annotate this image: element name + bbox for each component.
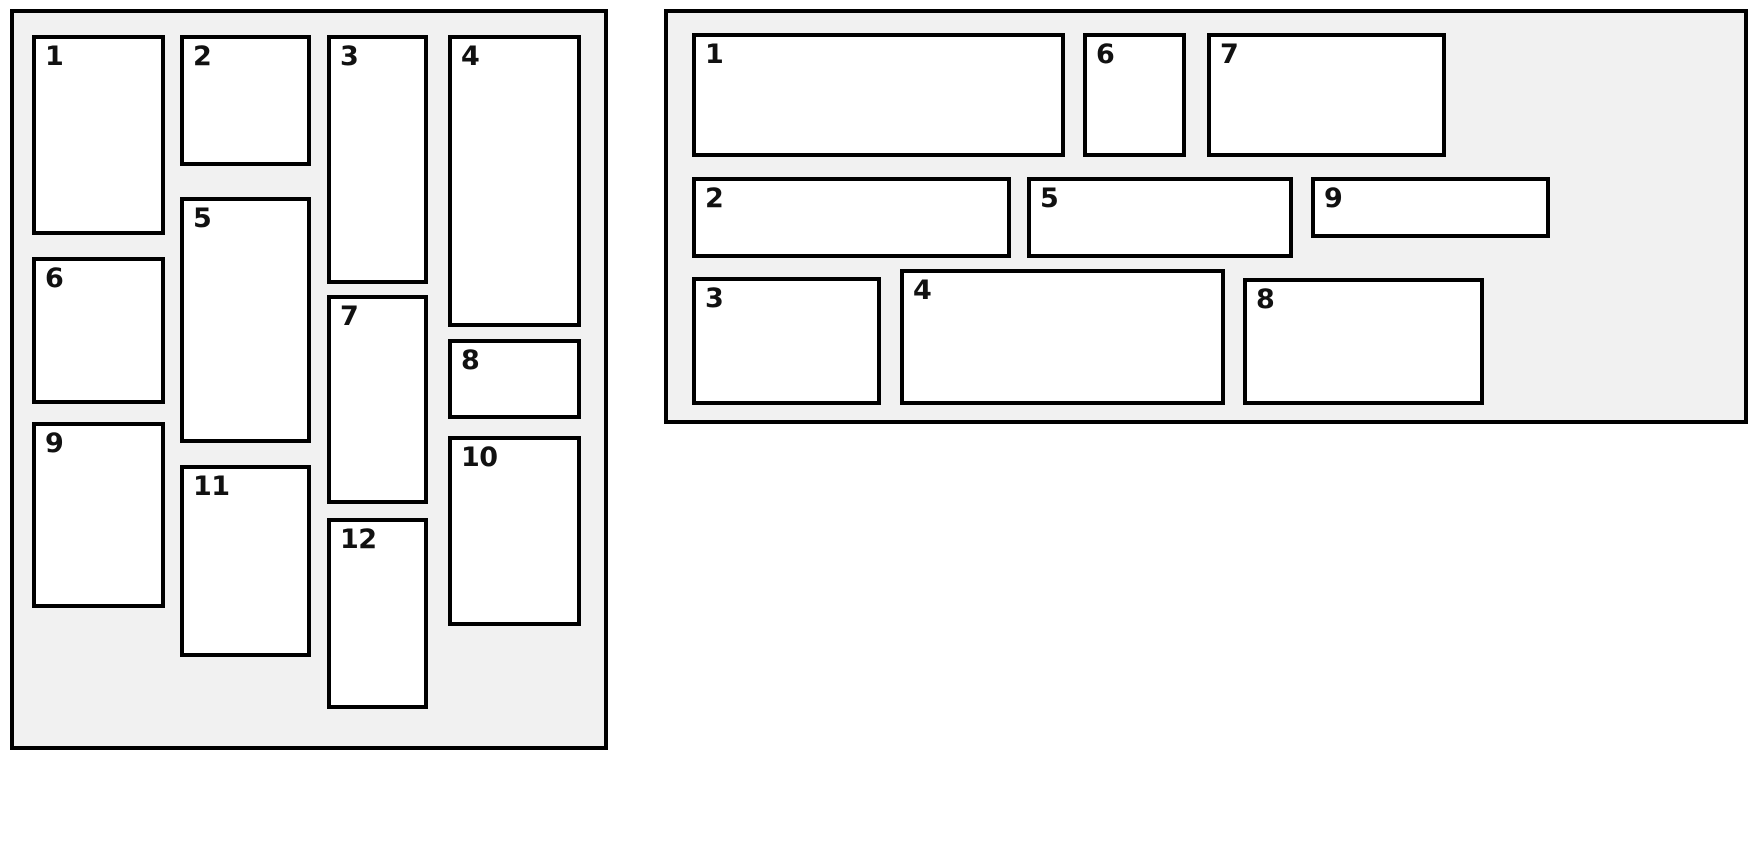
layout-box[interactable]: 8	[448, 339, 581, 419]
box-number-label: 2	[705, 183, 724, 214]
layout-box[interactable]: 6	[1083, 33, 1186, 157]
layout-box[interactable]: 7	[327, 295, 428, 504]
layout-box[interactable]: 7	[1207, 33, 1446, 157]
box-number-label: 5	[193, 203, 212, 234]
box-number-label: 8	[1256, 284, 1275, 315]
box-number-label: 3	[340, 41, 359, 72]
box-number-label: 6	[1096, 39, 1115, 70]
layout-box[interactable]: 2	[180, 35, 311, 166]
layout-box[interactable]: 1	[32, 35, 165, 235]
layout-box[interactable]: 10	[448, 436, 581, 626]
layout-box[interactable]: 5	[180, 197, 311, 443]
box-number-label: 6	[45, 263, 64, 294]
layout-box[interactable]: 4	[900, 269, 1225, 405]
box-number-label: 2	[193, 41, 212, 72]
box-number-label: 4	[913, 275, 932, 306]
box-number-label: 12	[340, 524, 377, 555]
layout-box[interactable]: 1	[692, 33, 1065, 157]
box-number-label: 5	[1040, 183, 1059, 214]
box-number-label: 10	[461, 442, 498, 473]
box-number-label: 4	[461, 41, 480, 72]
layout-box[interactable]: 3	[692, 277, 881, 405]
layout-box[interactable]: 9	[32, 422, 165, 608]
box-number-label: 9	[1324, 183, 1343, 214]
box-number-label: 9	[45, 428, 64, 459]
layout-box[interactable]: 9	[1311, 177, 1550, 238]
box-number-label: 1	[45, 41, 64, 72]
layout-box[interactable]: 6	[32, 257, 165, 404]
box-number-label: 11	[193, 471, 230, 502]
layout-box[interactable]: 8	[1243, 278, 1484, 405]
layout-box[interactable]: 4	[448, 35, 581, 327]
layout-box[interactable]: 12	[327, 518, 428, 709]
box-number-label: 3	[705, 283, 724, 314]
layout-box[interactable]: 5	[1027, 177, 1293, 258]
box-number-label: 8	[461, 345, 480, 376]
layout-box[interactable]: 2	[692, 177, 1011, 258]
layout-box[interactable]: 11	[180, 465, 311, 657]
box-number-label: 7	[1220, 39, 1239, 70]
row-packed-layout: 1 6 7 2 5 9 3 4 8	[664, 9, 1748, 424]
layout-box[interactable]: 3	[327, 35, 428, 284]
box-number-label: 1	[705, 39, 724, 70]
box-number-label: 7	[340, 301, 359, 332]
